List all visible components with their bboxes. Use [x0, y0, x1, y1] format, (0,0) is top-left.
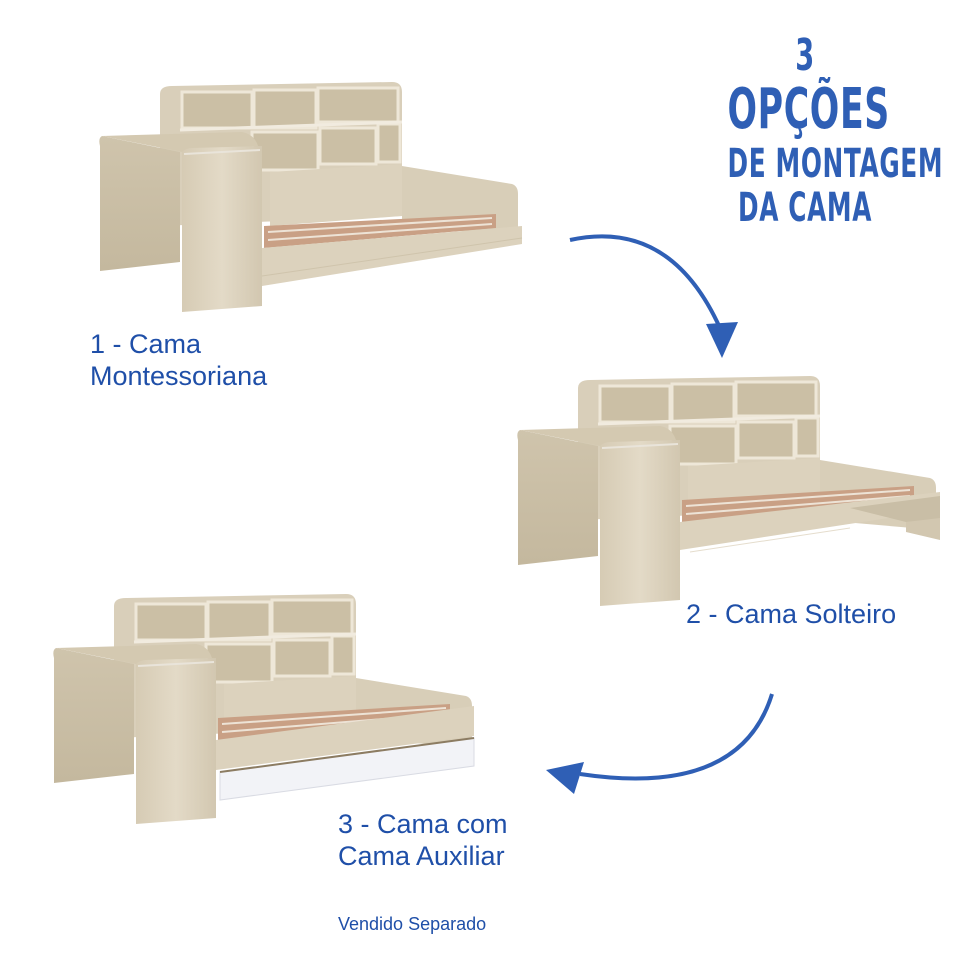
caption-option-1: 1 - Cama Montessoriana [90, 328, 267, 392]
caption-option-3-line1: 3 - Cama com [338, 809, 508, 839]
headline-bed: DA CAMA [737, 185, 873, 231]
caption-option-3-line2: Cama Auxiliar [338, 841, 505, 871]
caption-option-2-line1: 2 - Cama Solteiro [686, 599, 897, 629]
headline-options: OPÇÕES [727, 77, 890, 142]
headline-assembly: DE MONTAGEM [727, 141, 944, 187]
arrow-option2-to-option3 [546, 693, 774, 794]
sold-separately-note: Vendido Separado [338, 914, 487, 934]
bed-single-image [515, 374, 940, 608]
headline-number: 3 [795, 30, 815, 81]
bed-montessori-image [97, 80, 523, 314]
headline: 3 OPÇÕES DE MONTAGEM DA CAMA [680, 30, 944, 231]
bed-with-trundle-image [51, 592, 475, 826]
arrow-option1-to-option2 [569, 234, 738, 358]
caption-option-2: 2 - Cama Solteiro [686, 598, 896, 630]
caption-option-1-line1: 1 - Cama [90, 329, 202, 359]
caption-option-3: 3 - Cama com Cama Auxiliar [338, 808, 508, 872]
caption-option-1-line2: Montessoriana [90, 361, 268, 391]
